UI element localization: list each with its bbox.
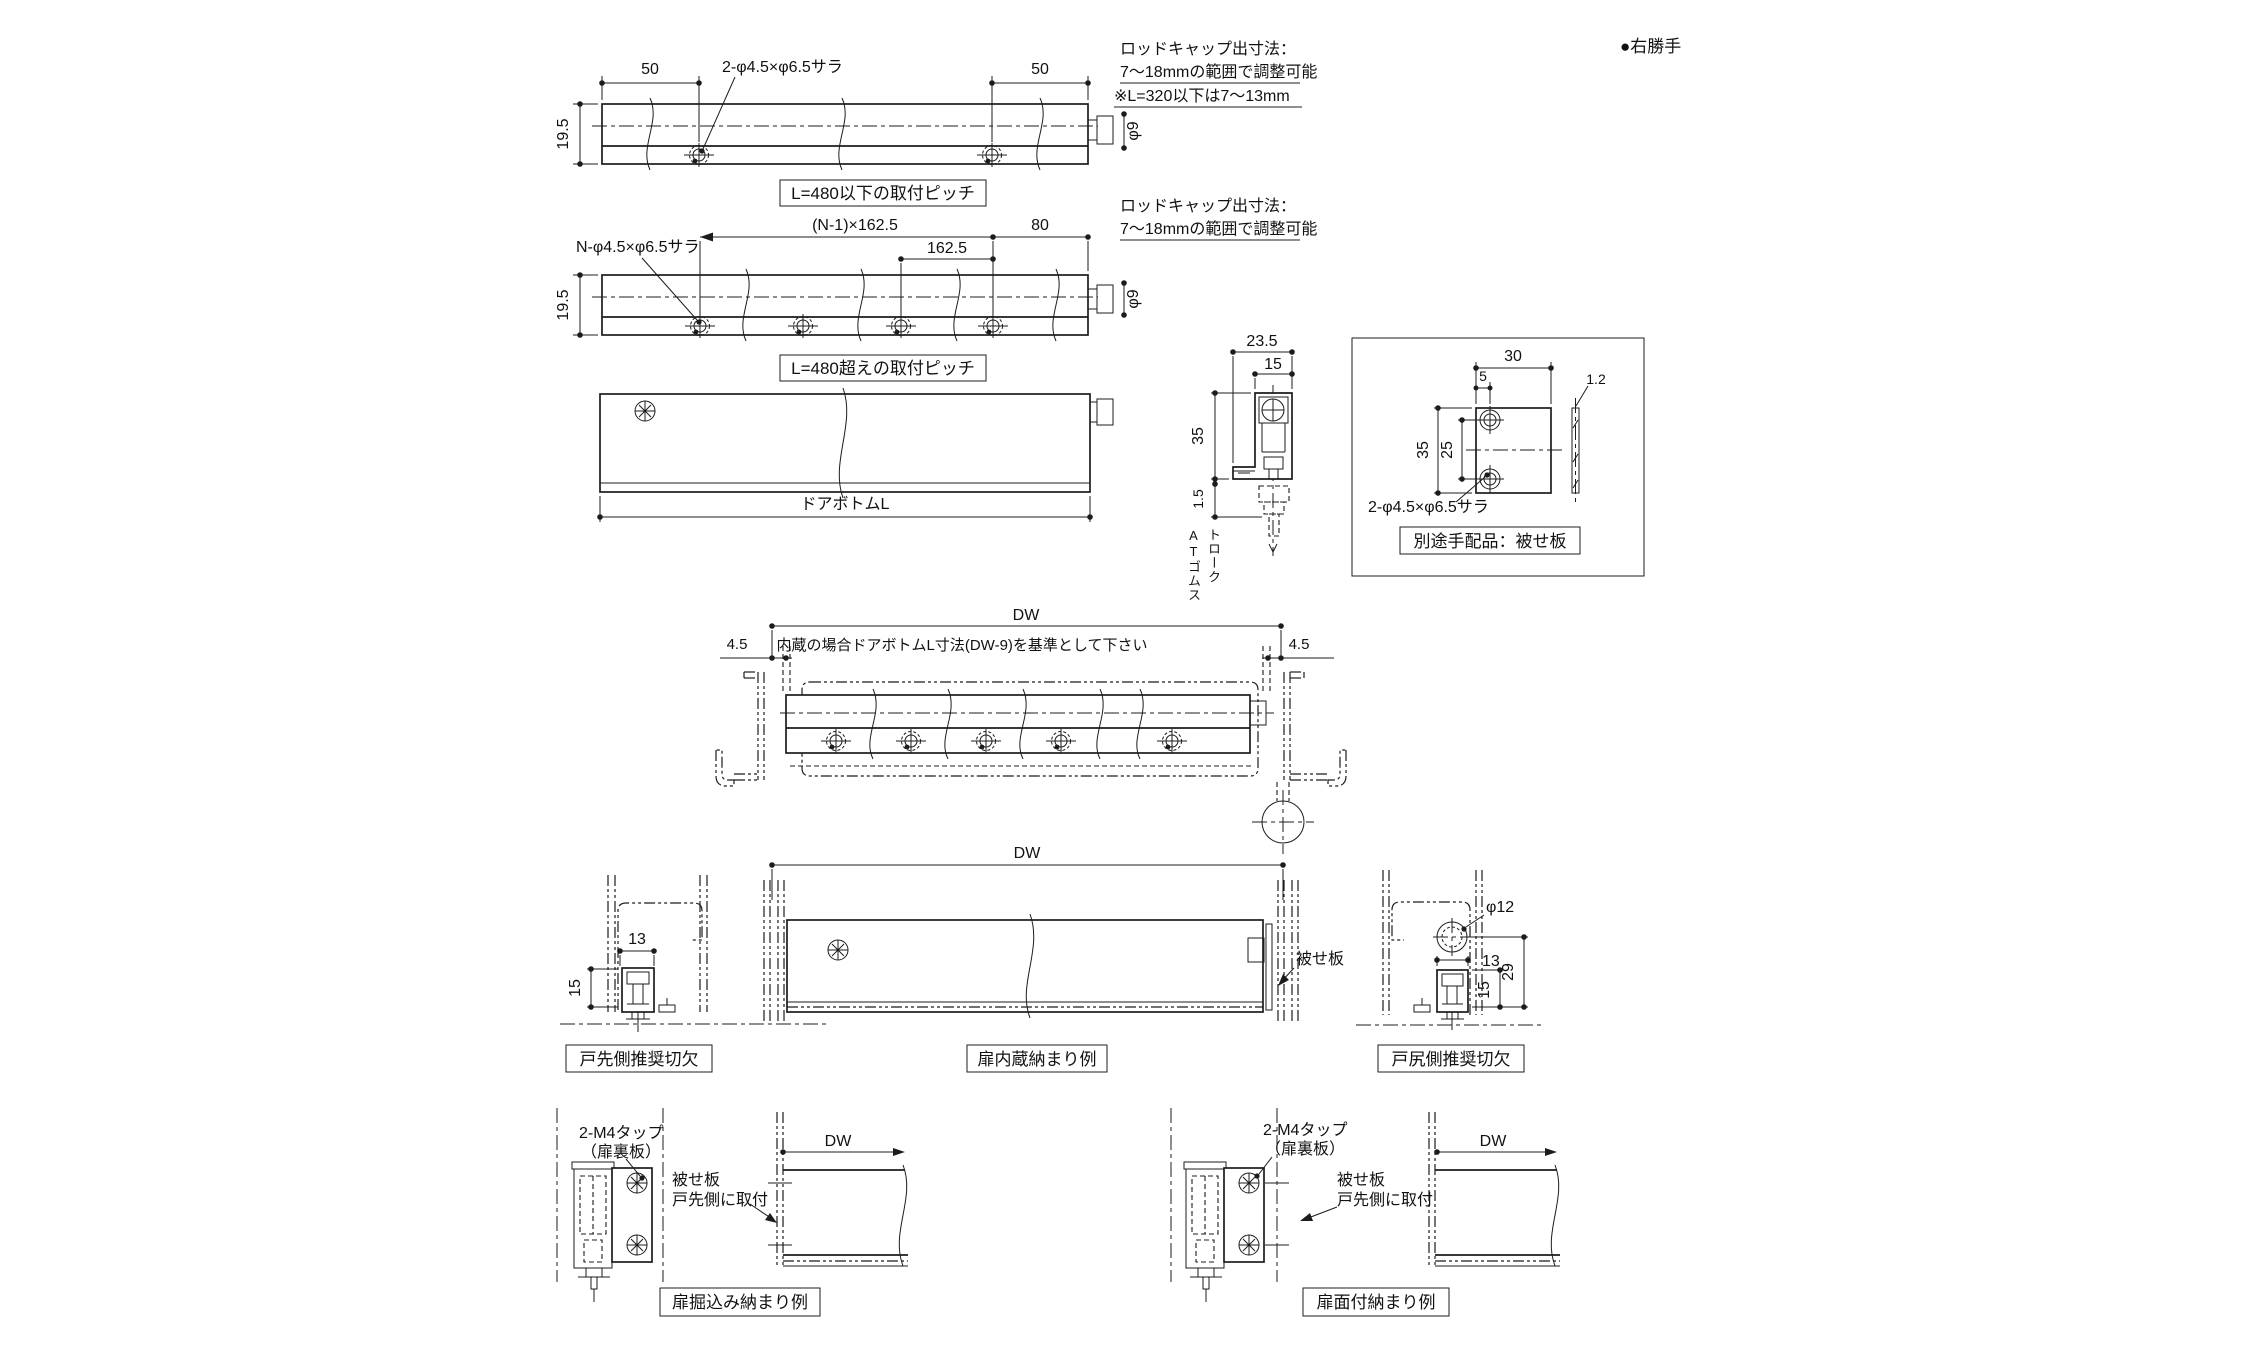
dim-section-gap: 1.5	[1190, 489, 1206, 509]
dim-rail-height-b: 19.5	[555, 289, 572, 320]
dim-50-left: 50	[641, 61, 659, 78]
tap-label2-mortise: （扉裏板）	[581, 1142, 661, 1161]
dim-dw-surface: DW	[1480, 1133, 1508, 1150]
detail-box-border	[1351, 337, 1645, 577]
dim-plate-offset: 5	[1479, 368, 1487, 384]
dim-dw-builtin: DW	[1014, 845, 1042, 862]
hole-callout-b: N-φ4.5×φ6.5サラ	[576, 239, 699, 256]
cover-plate-label: 被せ板	[1296, 950, 1344, 968]
rubber-stroke-label-col2: トローク	[1206, 528, 1221, 584]
cover-label2-mortise: 戸先側に取付	[672, 1191, 768, 1209]
doorbottom-length-label: ドアボトムL	[801, 495, 890, 513]
dim-plate-height: 35	[1415, 441, 1432, 459]
caption-under480: L=480以下の取付ピッチ	[791, 184, 975, 203]
door-bottom-front-view: ドアボトムL	[597, 387, 1114, 522]
caption-notch-front: 戸先側推奨切欠	[580, 1050, 699, 1069]
dim-rail-height: 19.5	[555, 118, 572, 149]
dim-plate-width: 30	[1504, 348, 1522, 365]
dim-section-width: 23.5	[1246, 333, 1277, 350]
cover-label2-surface: 戸先側に取付	[1337, 1191, 1433, 1209]
rodcap-note-b2: 7～18mmの範囲で調整可能	[1120, 220, 1317, 238]
caption-plate: 別途手配品：被せ板	[1414, 532, 1567, 551]
rodcap-note-2: 7～18mmの範囲で調整可能	[1120, 63, 1317, 81]
mortise-fitting-example: 2-M4タップ （扉裏板） 被せ板 戸先側に取付 DW 扉掘込み納まり例	[556, 1108, 908, 1317]
cover-plate-detail-box: 30 5 1.2 35 25 2-φ4.5×φ6.5サラ 別途手配品：被せ板	[1351, 337, 1645, 577]
hole-callout: 2-φ4.5×φ6.5サラ	[722, 59, 843, 76]
dim-notch-rear-total: 29	[1500, 963, 1517, 981]
surface-fitting-example: 2-M4タップ （扉裏板） 被せ板 戸先側に取付 DW 扉面付納まり例	[1170, 1108, 1560, 1317]
dim-section-height: 35	[1190, 427, 1207, 445]
tap-label2-surface: （扉裏板）	[1265, 1139, 1345, 1158]
caption-box-surface	[1302, 1287, 1450, 1317]
dim-dw-plan: DW	[1013, 607, 1041, 624]
tap-label-mortise: 2-M4タップ	[579, 1124, 663, 1142]
builtin-plan-view: DW 内蔵の場合ドアボトムL寸法(DW-9)を基準として下さい 4.5 4.5	[715, 607, 1347, 854]
dim-50-right: 50	[1031, 61, 1049, 78]
dim-pitch-1625: 162.5	[927, 240, 967, 257]
handedness-label: ●右勝手	[1620, 37, 1681, 56]
tap-label-surface: 2-M4タップ	[1263, 1121, 1347, 1139]
dim-plate-hole-pitch: 25	[1439, 441, 1456, 459]
rodcap-note-1: ロッドキャップ出寸法：	[1120, 40, 1296, 58]
dim-notch-rear-height: 15	[1476, 981, 1493, 999]
caption-builtin: 扉内蔵納まり例	[978, 1050, 1097, 1069]
caption-mortise: 扉掘込み納まり例	[672, 1293, 808, 1312]
seal-cross-section: 23.5 15 35 1.5	[1190, 333, 1295, 556]
dim-notch-front-width: 13	[628, 931, 646, 948]
plate-hole-callout: 2-φ4.5×φ6.5サラ	[1368, 499, 1489, 516]
cover-label1-surface: 被せ板	[1337, 1171, 1385, 1189]
dim-notch-rear-width: 13	[1482, 953, 1500, 970]
caption-box-mortise	[659, 1287, 821, 1317]
dim-rod-end-dia: φ12	[1486, 899, 1514, 916]
dim-notch-front-height: 15	[567, 979, 584, 997]
caption-box-notch-front	[565, 1044, 713, 1073]
caption-surface: 扉面付納まり例	[1317, 1293, 1436, 1312]
dim-rod-dia-b: φ9	[1125, 289, 1142, 308]
caption-notch-rear: 戸尻側推奨切欠	[1392, 1050, 1511, 1069]
caption-over480: L=480超えの取付ピッチ	[791, 359, 975, 378]
dim-gap-left: 4.5	[727, 636, 748, 653]
rubber-stroke-label-col1: ATゴムス	[1186, 528, 1201, 602]
plan-note: 内蔵の場合ドアボトムL寸法(DW-9)を基準として下さい	[777, 637, 1148, 654]
dim-rod-dia: φ9	[1125, 121, 1142, 140]
dim-gap-right: 4.5	[1289, 636, 1310, 653]
caption-box-under480	[779, 179, 987, 207]
trailing-edge-notch-detail: φ12 13 29 15 戸尻側推奨切欠	[1356, 870, 1545, 1073]
dim-total-pitch: (N-1)×162.5	[812, 217, 898, 234]
rodcap-note-3: ※L=320以下は7～13mm	[1114, 88, 1290, 105]
caption-box-over480	[779, 354, 987, 382]
rail-over-480-drawing: 19.5 N-φ4.5×φ6.5サラ (N-1)×162.5 80 162.5 …	[555, 197, 1317, 382]
dim-end-80: 80	[1031, 217, 1049, 234]
dim-plate-thickness: 1.2	[1586, 371, 1606, 387]
rail-under-480-drawing: 19.5 50 50 2-φ4.5×φ6.5サラ φ9 ロッドキャップ出寸法： …	[555, 40, 1317, 207]
caption-box-plate	[1399, 526, 1581, 555]
caption-box-builtin	[966, 1044, 1108, 1073]
builtin-fitting-example: DW 被せ板 扉内蔵納まり例	[763, 845, 1344, 1073]
caption-box-notch-rear	[1377, 1044, 1525, 1073]
dim-dw-mortise: DW	[825, 1133, 853, 1150]
leading-edge-notch-detail: 13 15 戸先側推奨切欠	[560, 875, 830, 1073]
cover-label1-mortise: 被せ板	[672, 1171, 720, 1189]
rodcap-note-b1: ロッドキャップ出寸法：	[1120, 197, 1296, 215]
dim-section-inner: 15	[1264, 356, 1282, 373]
